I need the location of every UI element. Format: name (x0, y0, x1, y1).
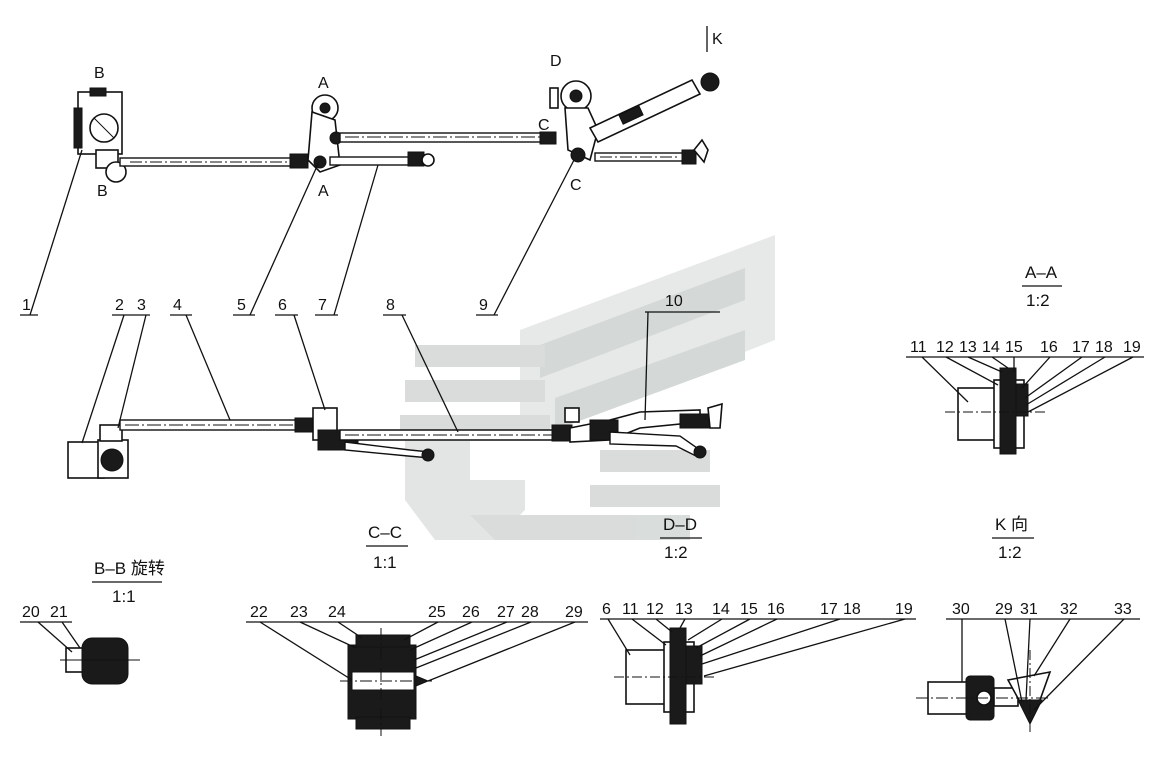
cylinder-k (588, 72, 720, 144)
view-dd-title: D–D (663, 515, 697, 534)
view-aa: A–A 1:2 11 12 13 14 15 16 17 18 19 (906, 263, 1144, 455)
callout-dd-11: 11 (622, 601, 639, 618)
callout-cc-23: 23 (290, 604, 308, 621)
view-bb: B–B 旋转 1:1 20 21 (20, 559, 165, 685)
section-letter-b-top: B (94, 65, 105, 82)
top-assembly (73, 72, 720, 183)
view-k-scale: 1:2 (998, 543, 1022, 562)
callout-aa-13: 13 (959, 339, 977, 356)
callout-cc-29: 29 (565, 604, 583, 621)
callout-cc-22: 22 (250, 604, 268, 621)
callout-aa-16: 16 (1040, 339, 1058, 356)
view-cc-callouts: 22 23 24 25 26 27 28 29 (250, 604, 583, 621)
callout-8: 8 (386, 297, 395, 314)
callout-aa-11: 11 (910, 339, 927, 356)
callout-cc-26: 26 (462, 604, 480, 621)
view-aa-title: A–A (1025, 263, 1058, 282)
view-k: K 向 1:2 30 29 31 32 33 (916, 515, 1140, 735)
view-cc-scale: 1:1 (373, 553, 397, 572)
callout-9: 9 (479, 297, 488, 314)
callout-dd-17: 17 (820, 601, 838, 618)
callout-4: 4 (173, 297, 182, 314)
callout-k-30: 30 (952, 601, 970, 618)
view-dd-callouts: 6 11 12 13 14 15 16 17 18 19 (602, 601, 913, 618)
callout-cc-27: 27 (497, 604, 515, 621)
callout-k-33: 33 (1114, 601, 1132, 618)
view-bb-title: B–B 旋转 (94, 559, 165, 578)
callout-2: 2 (115, 297, 124, 314)
view-cc: C–C 1:1 22 23 24 25 26 27 28 29 (246, 523, 588, 736)
view-dd-scale: 1:2 (664, 543, 688, 562)
callout-dd-16: 16 (767, 601, 785, 618)
section-letter-c-top: C (538, 117, 550, 134)
section-letter-d: D (550, 53, 562, 70)
callout-dd-6: 6 (602, 601, 611, 618)
callout-cc-28: 28 (521, 604, 539, 621)
section-letter-a-bot: A (318, 183, 329, 200)
callout-aa-18: 18 (1095, 339, 1113, 356)
callout-cc-24: 24 (328, 604, 346, 621)
callout-dd-19: 19 (895, 601, 913, 618)
callout-dd-13: 13 (675, 601, 693, 618)
rod-part-7 (329, 156, 421, 166)
callout-k-32: 32 (1060, 601, 1078, 618)
callout-dd-14: 14 (712, 601, 730, 618)
middle-assembly (67, 402, 723, 479)
callout-bb-21: 21 (50, 604, 68, 621)
callout-10: 10 (665, 293, 683, 310)
callout-k-31: 31 (1020, 601, 1038, 618)
callout-aa-19: 19 (1123, 339, 1141, 356)
view-k-title: K 向 (995, 515, 1028, 534)
section-letter-b-bot: B (97, 183, 108, 200)
callout-aa-15: 15 (1005, 339, 1023, 356)
view-bb-scale: 1:1 (112, 587, 136, 606)
callout-5: 5 (237, 297, 246, 314)
section-letter-c-bot: C (570, 177, 582, 194)
callout-aa-14: 14 (982, 339, 1000, 356)
callout-7: 7 (318, 297, 327, 314)
lever-d (549, 80, 599, 163)
callout-bb-20: 20 (22, 604, 40, 621)
callout-dd-18: 18 (843, 601, 861, 618)
callout-dd-15: 15 (740, 601, 758, 618)
watermark-logo (400, 235, 775, 540)
callout-1: 1 (22, 297, 31, 314)
section-letter-k: K (712, 31, 723, 48)
callout-cc-25: 25 (428, 604, 446, 621)
callout-aa-17: 17 (1072, 339, 1090, 356)
callout-6: 6 (278, 297, 287, 314)
view-cc-title: C–C (368, 523, 402, 542)
section-letter-a-top: A (318, 75, 329, 92)
part-1-bracket (73, 87, 127, 183)
callout-dd-12: 12 (646, 601, 664, 618)
view-aa-callouts: 11 12 13 14 15 16 17 18 19 (910, 339, 1141, 356)
view-dd: D–D 1:2 6 11 12 13 14 15 16 17 18 19 (600, 515, 916, 725)
view-aa-scale: 1:2 (1026, 291, 1050, 310)
lever-a (307, 94, 343, 173)
callout-3: 3 (137, 297, 146, 314)
callout-k-29: 29 (995, 601, 1013, 618)
callout-aa-12: 12 (936, 339, 954, 356)
view-k-callouts: 30 29 31 32 33 (952, 601, 1132, 618)
